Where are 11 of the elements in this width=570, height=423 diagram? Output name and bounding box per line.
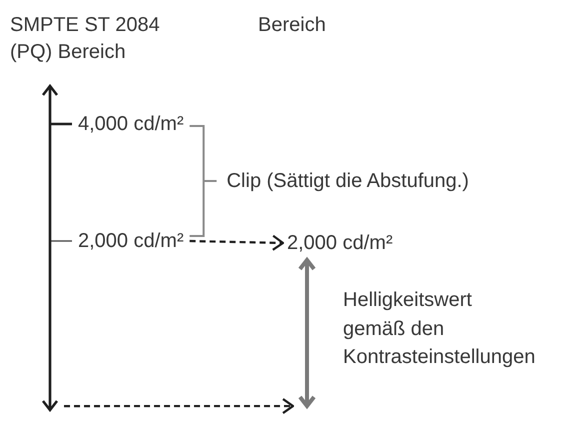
double-arrow (299, 258, 315, 408)
dashed-arrow (64, 398, 294, 414)
heading: SMPTE ST 2084 (PQ) Bereich (10, 12, 161, 64)
luminance-label: 2,000 cd/m² (78, 228, 184, 254)
description-text: Helligkeitswert gemäß den Kontrasteinstellungen (343, 288, 536, 370)
luminance-label: 4,000 cd/m² (78, 112, 184, 136)
heading: Bereich (258, 12, 326, 38)
double-arrow (42, 84, 58, 412)
luminance-label: 2,000 cd/m² (287, 230, 393, 256)
annotation-text: Clip (Sättigt die Abstufung.) (226, 168, 469, 194)
dashed-arrow (190, 234, 284, 251)
